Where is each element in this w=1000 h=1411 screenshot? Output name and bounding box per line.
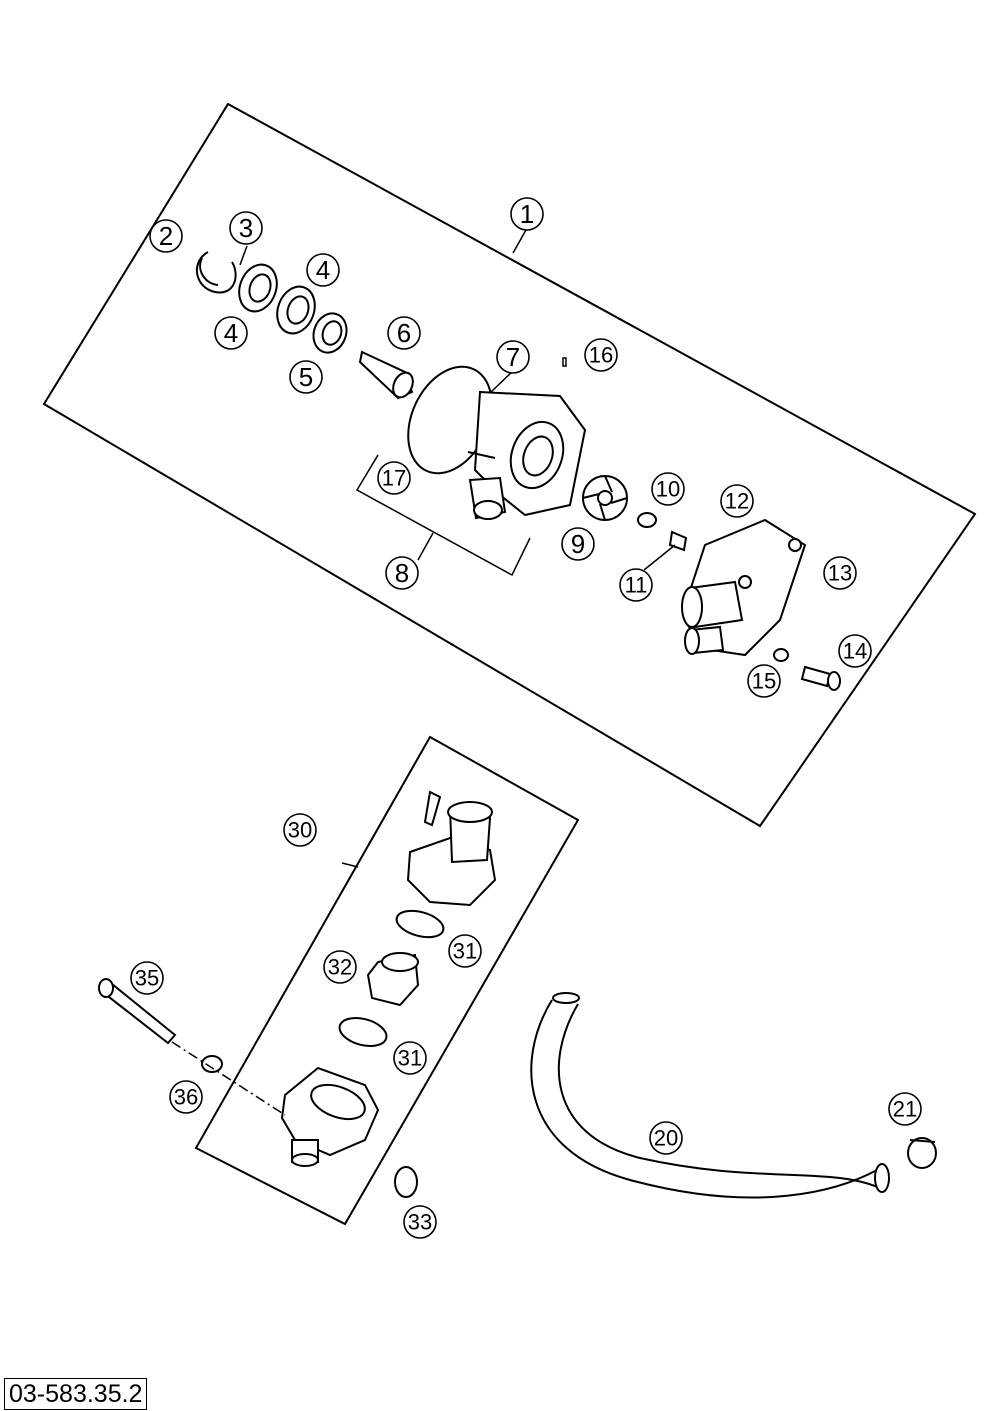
svg-text:14: 14: [843, 639, 867, 664]
svg-text:4: 4: [224, 318, 238, 348]
svg-text:3: 3: [239, 213, 253, 243]
svg-text:30: 30: [288, 818, 312, 843]
bearing-part: [238, 263, 278, 313]
svg-text:2: 2: [159, 221, 173, 251]
svg-text:12: 12: [725, 489, 749, 514]
callout-9: 9: [561, 527, 595, 561]
callout-17: 17: [377, 461, 411, 495]
svg-text:15: 15: [752, 669, 776, 694]
callout-4a: 4: [306, 253, 340, 287]
callout-16: 16: [584, 338, 618, 372]
callout-21: 21: [888, 1092, 922, 1126]
alignment-line: [171, 1041, 286, 1116]
thermostat-housing-part: [280, 1066, 380, 1167]
screw-part: [800, 665, 841, 691]
callout-1: 1: [510, 197, 544, 231]
callout-6: 6: [387, 316, 421, 350]
svg-text:7: 7: [506, 342, 520, 372]
drawing-code-label: 03-583.35.2: [4, 1378, 148, 1410]
callout-8: 8: [385, 556, 419, 590]
callout-31b: 31: [393, 1041, 427, 1075]
callout-20: 20: [649, 1121, 683, 1155]
callout-35: 35: [130, 961, 164, 995]
hose-part: [530, 992, 890, 1199]
pin-part: [562, 357, 567, 367]
callout-36: 36: [169, 1080, 203, 1114]
pump-housing-part: [467, 390, 587, 520]
svg-text:33: 33: [408, 1210, 432, 1235]
svg-text:9: 9: [571, 529, 585, 559]
callout-30: 30: [283, 813, 317, 847]
sub-bracket-8: [355, 454, 531, 577]
svg-text:6: 6: [397, 318, 411, 348]
callout-3: 3: [229, 211, 263, 245]
callout-13: 13: [823, 556, 857, 590]
impeller-part: [582, 475, 628, 521]
o-ring-part: [394, 1166, 418, 1198]
circlip-part: [195, 251, 237, 294]
svg-text:16: 16: [589, 343, 613, 368]
bearing-part: [276, 285, 316, 335]
callout-5: 5: [289, 360, 323, 394]
svg-text:31: 31: [398, 1046, 422, 1071]
callout-15: 15: [747, 664, 781, 698]
svg-text:8: 8: [395, 558, 409, 588]
callout-10: 10: [651, 472, 685, 506]
callout-4b: 4: [214, 316, 248, 350]
washer-part: [201, 1055, 223, 1073]
callout-32: 32: [323, 950, 357, 984]
thermostat-part: [366, 952, 420, 1007]
svg-text:32: 32: [328, 955, 352, 980]
shaft-seal-part: [312, 312, 348, 354]
thermostat-group-frame: [194, 735, 580, 1226]
thermostat-cover-part: [406, 790, 497, 907]
svg-text:1: 1: [520, 199, 534, 229]
pump-cover-part: [681, 518, 807, 657]
svg-text:4: 4: [316, 255, 330, 285]
o-ring-part: [773, 648, 789, 662]
callout-12: 12: [720, 484, 754, 518]
o-ring-part: [395, 909, 445, 939]
pump-group-frame: [42, 102, 977, 828]
svg-text:31: 31: [453, 939, 477, 964]
svg-text:10: 10: [656, 477, 680, 502]
svg-text:17: 17: [382, 466, 406, 491]
svg-text:21: 21: [893, 1097, 917, 1122]
callout-11: 11: [619, 568, 653, 602]
callout-2: 2: [149, 219, 183, 253]
callout-33: 33: [403, 1205, 437, 1239]
svg-text:35: 35: [135, 966, 159, 991]
callout-31a: 31: [448, 934, 482, 968]
svg-text:13: 13: [828, 561, 852, 586]
callout-7: 7: [496, 340, 530, 374]
washer-part: [637, 512, 657, 528]
svg-text:11: 11: [625, 573, 648, 598]
hose-clamp-part: [907, 1137, 937, 1169]
svg-text:20: 20: [654, 1126, 678, 1151]
svg-text:36: 36: [174, 1085, 198, 1110]
o-ring-part: [338, 1016, 388, 1048]
callout-14: 14: [838, 634, 872, 668]
pump-shaft-part: [358, 350, 414, 400]
bolt-part: [98, 978, 177, 1045]
svg-text:5: 5: [299, 362, 313, 392]
